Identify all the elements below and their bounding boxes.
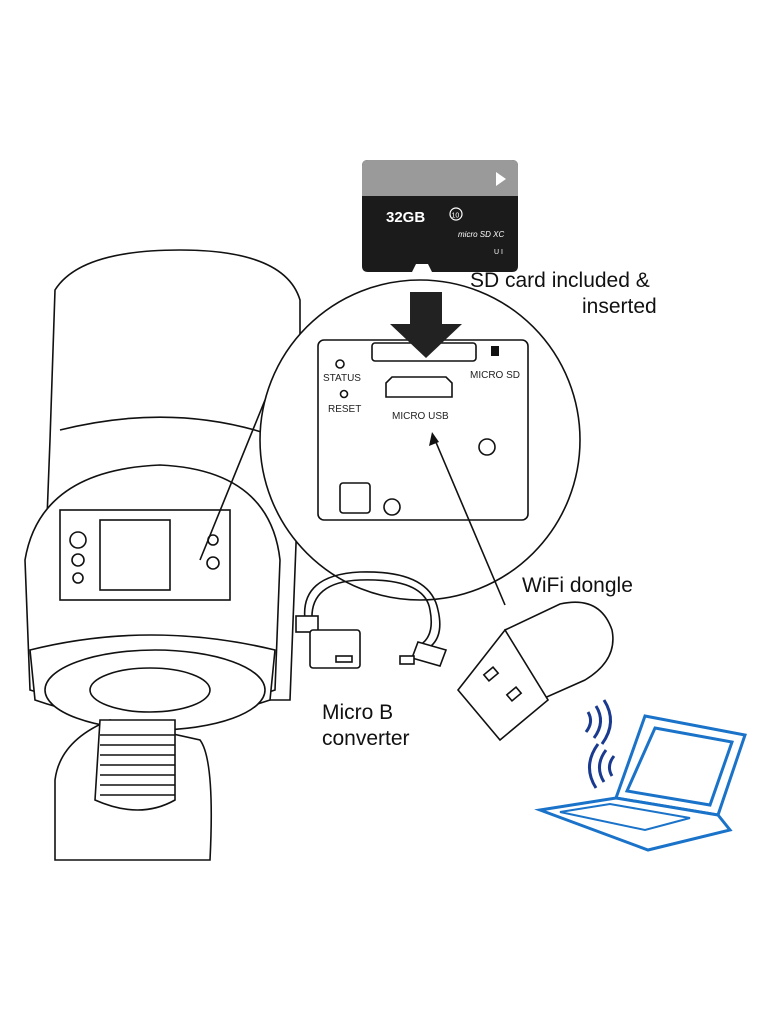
wifi-dongle-label: WiFi dongle: [522, 574, 633, 597]
micro-sd-label: MICRO SD: [470, 370, 520, 381]
sd-card: 32GB 10 micro SD XC U I: [362, 160, 518, 272]
zoom-callout: STATUS RESET MICRO USB MICRO SD: [199, 279, 581, 606]
micro-b-converter: [295, 571, 448, 669]
status-label: STATUS: [323, 373, 361, 384]
sd-icon: [491, 346, 499, 356]
wifi-dongle: [456, 601, 614, 742]
reset-button: [339, 389, 349, 399]
sd-logo: micro SD XC: [458, 230, 504, 239]
camera-illustration: [24, 249, 301, 861]
sd-capacity: 32GB: [386, 209, 425, 226]
sd-card-label-line1: SD card included &: [470, 269, 650, 292]
sd-card-label-line2: inserted: [582, 295, 657, 318]
status-led: [335, 359, 345, 369]
micro-usb-port: [385, 376, 453, 398]
sd-speed-class: 10: [452, 213, 460, 220]
converter-label-line2: converter: [322, 727, 410, 750]
reset-label: RESET: [328, 404, 361, 415]
converter-label-line1: Micro B: [322, 701, 393, 724]
sd-uhs: U I: [494, 249, 503, 256]
wifi-waves-icon: [584, 699, 616, 789]
micro-usb-label: MICRO USB: [392, 411, 449, 422]
laptop-icon: [534, 714, 747, 852]
insert-arrow-icon: [390, 292, 462, 358]
